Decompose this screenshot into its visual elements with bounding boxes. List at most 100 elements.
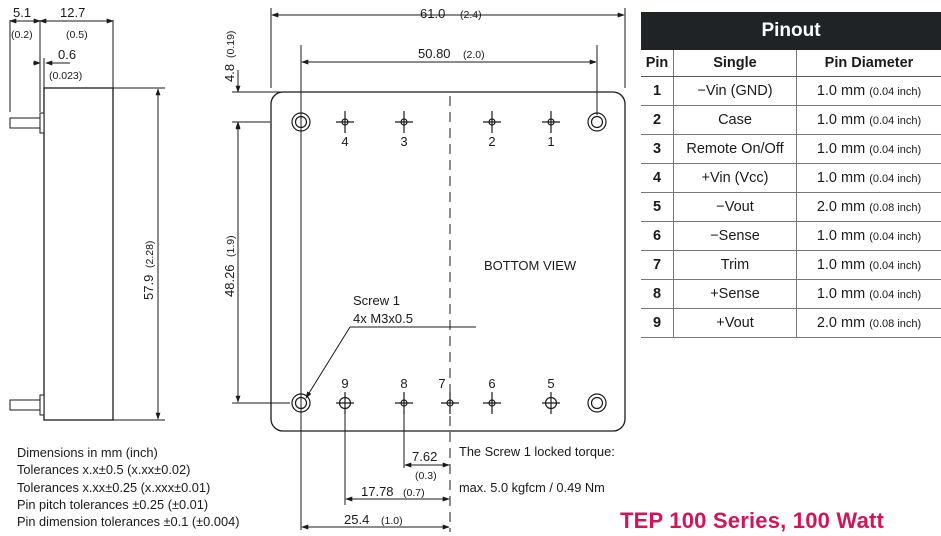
pin-diameter: 1.0 mm (0.04 inch) <box>796 163 941 193</box>
pin-diameter-inch: (0.04 inch) <box>869 144 922 156</box>
svg-text:4.8: 4.8 <box>222 64 237 82</box>
pin-diameter-mm: 1.0 mm <box>816 112 866 128</box>
dim-side-pin: 0.6 <box>58 47 76 62</box>
header-diameter: Pin Diameter <box>796 50 941 77</box>
pin-label: 8 <box>400 376 407 391</box>
pin-label: 4 <box>341 134 348 149</box>
series-title: TEP 100 Series, 100 Watt <box>620 508 885 533</box>
pin-diameter: 1.0 mm (0.04 inch) <box>796 105 941 135</box>
pin-diameter-mm: 1.0 mm <box>816 141 866 157</box>
dim-side-thickness-inch: (0.2) <box>11 29 33 41</box>
pin-label: 2 <box>488 134 495 149</box>
dim-pin-rows: 48.26 (1.9) <box>222 235 237 297</box>
screw-hole <box>587 393 607 413</box>
pin-function: Case <box>673 105 797 135</box>
pin-diameter-mm: 1.0 mm <box>816 286 866 302</box>
screw-hole <box>587 112 607 132</box>
pin-diameter-inch: (0.04 inch) <box>869 115 922 127</box>
pin-diameter-inch: (0.08 inch) <box>869 202 922 214</box>
svg-text:(1.9): (1.9) <box>225 235 237 257</box>
dim-pin-span-inch: (2.0) <box>463 49 485 61</box>
torque-value: max. 5.0 kgfcm / 0.49 Nm <box>459 480 605 495</box>
svg-text:(0.19): (0.19) <box>225 31 237 58</box>
pin-diameter-mm: 1.0 mm <box>816 83 866 99</box>
pin-number: 2 <box>641 105 674 135</box>
pin-number: 1 <box>641 76 674 106</box>
pin-diameter-inch: (0.04 inch) <box>869 231 922 243</box>
svg-text:(2.28): (2.28) <box>144 241 156 268</box>
pin-function: −Vin (GND) <box>673 76 797 106</box>
dim-side-thickness: 5.1 <box>13 5 31 20</box>
dim-length: 61.0 <box>420 6 445 21</box>
dim-side-body-inch: (0.5) <box>66 29 88 41</box>
pin-diameter-inch: (0.08 inch) <box>869 318 922 330</box>
pin-diameter: 2.0 mm (0.08 inch) <box>796 192 941 222</box>
pin-label: 7 <box>438 376 445 391</box>
table-row: 1−Vin (GND)1.0 mm (0.04 inch) <box>641 76 941 106</box>
dim-span-25: 25.4 <box>344 512 369 527</box>
pin-diameter: 1.0 mm (0.04 inch) <box>796 250 941 280</box>
pin-label: 6 <box>488 376 495 391</box>
pin-diameter-inch: (0.04 inch) <box>869 173 922 185</box>
pin-diameter: 1.0 mm (0.04 inch) <box>796 76 941 106</box>
pin-diameter-inch: (0.04 inch) <box>869 289 922 301</box>
pin-diameter: 1.0 mm (0.04 inch) <box>796 279 941 309</box>
svg-text:57.9: 57.9 <box>141 275 156 300</box>
pin-diameter: 2.0 mm (0.08 inch) <box>796 308 941 338</box>
pin-function: +Vout <box>673 308 797 338</box>
pin-number: 6 <box>641 221 674 251</box>
dim-pin-span: 50.80 <box>418 46 451 61</box>
note-line: Dimensions in mm (inch) <box>17 445 158 460</box>
dim-side-height: 57.9 (2.28) <box>141 241 156 300</box>
header-single: Single <box>673 50 797 77</box>
screw-hole-inner <box>294 396 308 410</box>
pin-number: 5 <box>641 192 674 222</box>
pinout-header-row: Pin Single Pin Diameter <box>641 50 941 77</box>
note-line: Tolerances x.xx±0.25 (x.xxx±0.01) <box>17 479 211 495</box>
header-pin: Pin <box>641 50 674 77</box>
note-line: Pin dimension tolerances ±0.1 (±0.004) <box>17 514 240 530</box>
pin-number: 4 <box>641 163 674 193</box>
svg-text:48.26: 48.26 <box>222 264 237 297</box>
pinout-title: Pinout <box>641 12 941 50</box>
pin-diameter-mm: 2.0 mm <box>816 199 866 215</box>
dim-span-17-inch: (0.7) <box>403 487 425 499</box>
pin-diameter-mm: 1.0 mm <box>816 170 866 186</box>
pin-label: 3 <box>400 134 407 149</box>
note-line: Tolerances x.x±0.5 (x.xx±0.02) <box>17 462 191 478</box>
screw-spec: 4x M3x0.5 <box>353 311 413 326</box>
pin-diameter-inch: (0.04 inch) <box>869 86 922 98</box>
pin-label: 5 <box>547 376 554 391</box>
pin-number: 7 <box>641 250 674 280</box>
screw-title: Screw 1 <box>353 293 400 308</box>
screw-hole <box>291 112 311 132</box>
pin-function: Trim <box>673 250 797 280</box>
bottom-view-label: BOTTOM VIEW <box>484 258 577 273</box>
dim-pitch-inch: (0.3) <box>415 470 437 482</box>
dim-edge-offset: 4.8 (0.19) <box>222 31 237 82</box>
tolerance-notes: Dimensions in mm (inch) Tolerances x.x±0… <box>17 444 239 530</box>
pin-diameter-inch: (0.04 inch) <box>869 260 922 272</box>
pin-label: 1 <box>547 134 554 149</box>
screw-hole-inner <box>294 115 308 129</box>
pin-function: Remote On/Off <box>673 134 797 164</box>
pin-diameter-mm: 1.0 mm <box>816 228 866 244</box>
dim-side-body: 12.7 <box>60 5 85 20</box>
dim-span-17: 17.78 <box>361 484 394 499</box>
dim-length-inch: (2.4) <box>460 9 482 21</box>
pin-number: 8 <box>641 279 674 309</box>
side-view <box>9 18 165 421</box>
dim-pitch: 7.62 <box>412 449 437 464</box>
pinout-table: Pinout Pin Single Pin Diameter 1−Vin (GN… <box>641 12 941 338</box>
dim-span-25-inch: (1.0) <box>381 515 403 527</box>
screw-hole-inner <box>590 115 604 129</box>
pin-number: 9 <box>641 308 674 338</box>
pin-function: −Vout <box>673 192 797 222</box>
